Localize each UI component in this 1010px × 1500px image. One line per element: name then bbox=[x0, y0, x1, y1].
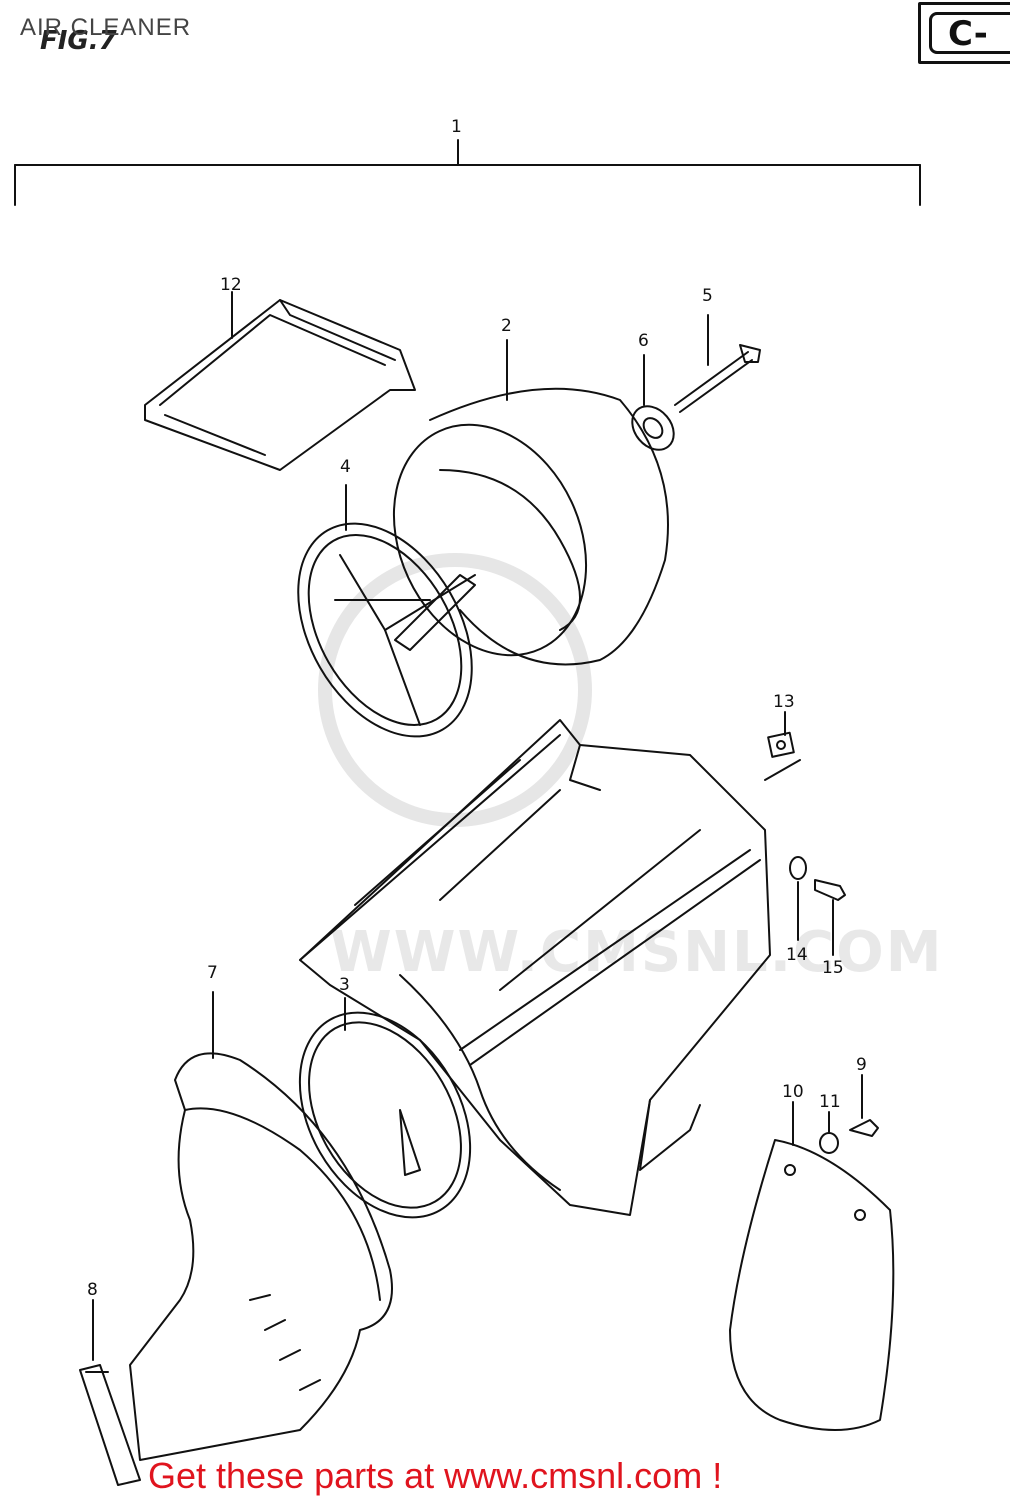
watermark-text: WWW.CMSNL.COM bbox=[330, 920, 944, 985]
callout-12: 12 bbox=[220, 275, 242, 295]
callout-15: 15 bbox=[822, 958, 844, 978]
diagram-title: AIR CLEANER bbox=[20, 14, 192, 41]
callout-5: 5 bbox=[702, 286, 713, 306]
part-14-washer bbox=[789, 856, 807, 941]
part-11-washer bbox=[819, 1111, 839, 1154]
part-7-intake-boot bbox=[129, 991, 393, 1461]
callout-13: 13 bbox=[773, 692, 795, 712]
callout-10: 10 bbox=[782, 1082, 804, 1102]
watermark-logo bbox=[318, 553, 592, 827]
callout-1: 1 bbox=[451, 117, 462, 137]
callout-7: 7 bbox=[207, 963, 218, 983]
callout-4: 4 bbox=[340, 457, 351, 477]
part-13-clip-nut bbox=[764, 711, 801, 781]
part-2-filter-element bbox=[392, 339, 669, 666]
callout-14: 14 bbox=[786, 945, 808, 965]
part-9-screw bbox=[849, 1074, 879, 1137]
part-3-seal-ring bbox=[298, 997, 472, 1219]
part-6-grommet bbox=[631, 354, 675, 451]
part-5-bolt bbox=[674, 314, 761, 413]
callout-8: 8 bbox=[87, 1280, 98, 1300]
callout-11: 11 bbox=[819, 1092, 841, 1112]
callout-2: 2 bbox=[501, 316, 512, 336]
callout-3: 3 bbox=[339, 975, 350, 995]
promo-link-text[interactable]: Get these parts at www.cmsnl.com ! bbox=[148, 1455, 723, 1496]
callout-9: 9 bbox=[856, 1055, 867, 1075]
part-8-clamp-band bbox=[79, 1299, 141, 1486]
part-4-filter-cage bbox=[297, 484, 476, 738]
part-12-plate bbox=[144, 291, 416, 471]
callout-6: 6 bbox=[638, 331, 649, 351]
figure-label: FIG.7 bbox=[40, 26, 117, 56]
part-15-bolt bbox=[814, 879, 846, 956]
section-badge: C- bbox=[918, 2, 1010, 64]
section-badge-label: C- bbox=[929, 12, 1010, 54]
assembly-bracket-1 bbox=[14, 139, 921, 206]
part-10-case-cap bbox=[729, 1101, 895, 1431]
